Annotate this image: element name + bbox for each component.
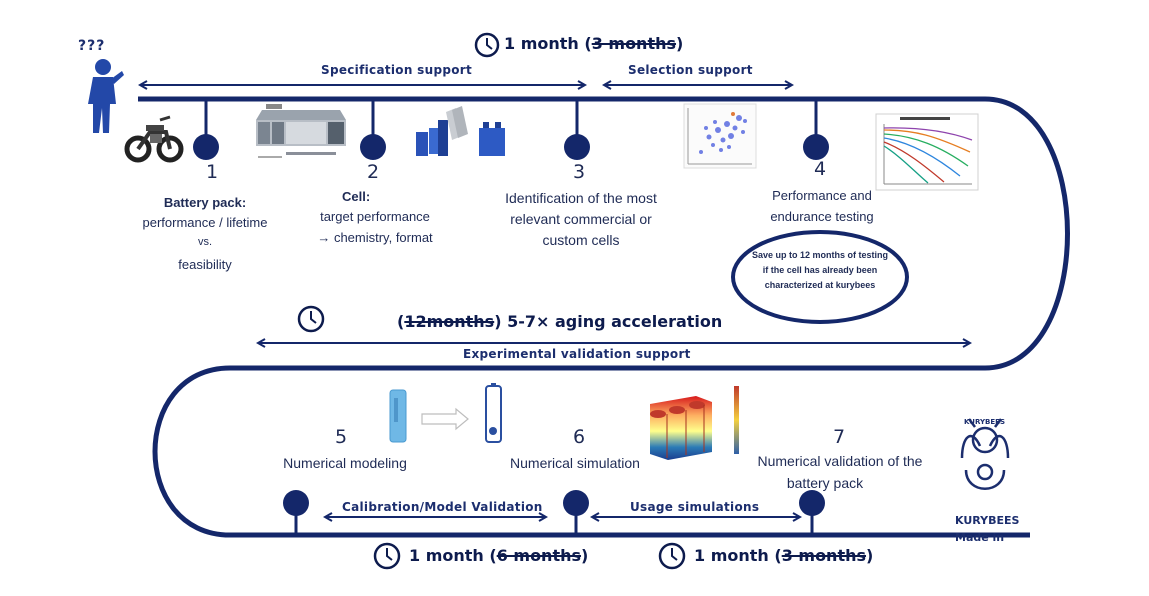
step-3-number: 3 bbox=[573, 161, 586, 183]
step-7-line-2: battery pack bbox=[786, 475, 864, 491]
step-7-number: 7 bbox=[833, 426, 846, 448]
timing-top-value: 1 month bbox=[504, 34, 579, 53]
step-1-line-1: performance / lifetime bbox=[142, 215, 268, 230]
motorbike-icon bbox=[124, 115, 184, 163]
step-1-title: Battery pack: bbox=[163, 195, 247, 210]
clock-icon bbox=[658, 542, 686, 570]
bee-logo-icon bbox=[960, 418, 1010, 490]
milestone-3 bbox=[564, 99, 590, 160]
step-7-line-1: Numerical validation of the bbox=[757, 453, 923, 469]
clock-icon bbox=[474, 32, 500, 58]
step-3-line-3: custom cells bbox=[542, 232, 620, 248]
clock-icon bbox=[297, 305, 325, 333]
callout-text: Save up to 12 months of testing if the c… bbox=[752, 250, 889, 290]
step-6-label: Numerical simulation bbox=[510, 455, 640, 471]
phase-specification-label: Specification support bbox=[321, 63, 473, 77]
step-2-line-2: → chemistry, format bbox=[317, 230, 433, 245]
milestone-2 bbox=[360, 99, 386, 160]
step-6-number: 6 bbox=[573, 426, 586, 448]
milestone-1 bbox=[193, 99, 219, 160]
phase-experimental-label: Experimental validation support bbox=[463, 347, 691, 361]
step-5-label: Numerical modeling bbox=[283, 455, 407, 471]
timing-middle-previous: 12months bbox=[404, 312, 495, 331]
milestone-6 bbox=[563, 490, 589, 535]
timing-top: 1 month (3 months) bbox=[504, 34, 684, 53]
cylindrical-cell-icon bbox=[389, 383, 502, 443]
phase-selection-label: Selection support bbox=[628, 63, 753, 77]
scatter-plot-icon bbox=[683, 103, 757, 169]
person-icon bbox=[88, 59, 124, 133]
step-4-line-2: endurance testing bbox=[770, 209, 874, 224]
timing-middle: (12months) 5-7× aging acceleration bbox=[397, 312, 723, 331]
brand-logo-text: KURYBEES bbox=[964, 418, 1006, 426]
brand-name: KURYBEES bbox=[955, 514, 1020, 527]
step-2-title: Cell: bbox=[342, 189, 371, 204]
phase-usage-label: Usage simulations bbox=[630, 500, 760, 514]
step-2-number: 2 bbox=[367, 161, 380, 183]
step-1-line-2: vs. bbox=[197, 236, 213, 248]
timing-bottom-right-value: 1 month bbox=[694, 546, 769, 565]
step-4-line-1: Performance and bbox=[772, 188, 872, 203]
step-2-line-1: target performance bbox=[320, 209, 430, 224]
timing-bottom-left-previous: 6 months bbox=[496, 546, 582, 565]
step-3-line-1: Identification of the most bbox=[505, 190, 657, 206]
callout-ellipse bbox=[731, 230, 909, 324]
timing-bottom-right: 1 month (3 months) bbox=[694, 546, 874, 565]
step-1-number: 1 bbox=[206, 161, 219, 183]
roadmap-track bbox=[138, 96, 1070, 538]
milestone-7 bbox=[799, 490, 825, 535]
timing-bottom-right-previous: 3 months bbox=[781, 546, 867, 565]
cells-icon bbox=[416, 106, 505, 156]
clock-icon bbox=[373, 542, 401, 570]
timing-middle-value: 5-7× aging acceleration bbox=[507, 312, 723, 331]
milestone-4 bbox=[803, 99, 829, 160]
user-question-marks: ??? bbox=[78, 38, 106, 54]
timing-bottom-left: 1 month (6 months) bbox=[409, 546, 589, 565]
curves-plot-icon bbox=[875, 113, 979, 191]
step-4-number: 4 bbox=[814, 158, 827, 180]
phase-calibration-label: Calibration/Model Validation bbox=[342, 500, 543, 514]
battery-pack-icon bbox=[256, 104, 346, 158]
step-1-line-3: feasibility bbox=[178, 257, 232, 272]
brand-tagline: Made in bbox=[955, 531, 1005, 544]
milestone-5 bbox=[283, 490, 309, 535]
timing-top-previous: 3 months bbox=[591, 34, 677, 53]
timing-bottom-left-value: 1 month bbox=[409, 546, 484, 565]
step-5-number: 5 bbox=[335, 426, 348, 448]
step-3-line-2: relevant commercial or bbox=[510, 211, 652, 227]
heatmap-icon bbox=[650, 386, 739, 460]
